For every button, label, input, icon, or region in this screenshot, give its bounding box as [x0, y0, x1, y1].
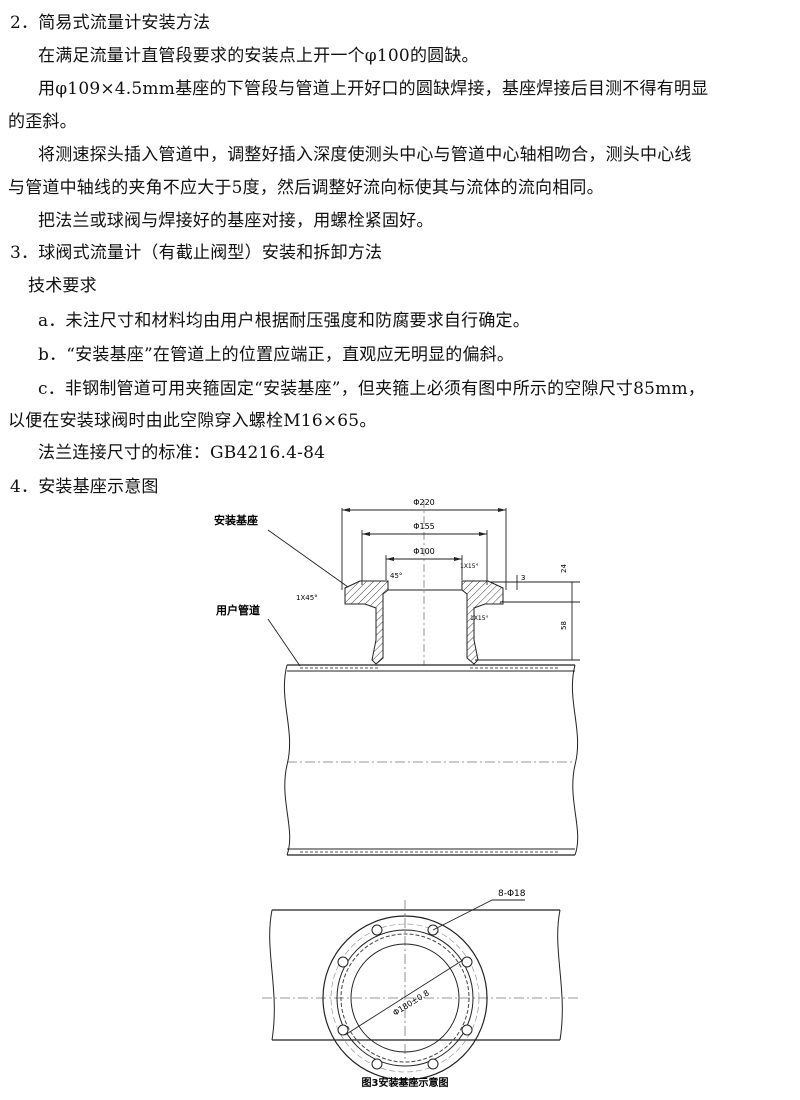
paragraph: 用φ109×4.5mm基座的下管段与管道上开好口的圆缺焊接，基座焊接后目测不得有…	[38, 79, 709, 99]
bolt-holes	[337, 924, 473, 1070]
subheading: 技术要求	[28, 276, 97, 296]
label-installation-base: 安装基座	[214, 513, 258, 527]
dim-24: 24	[560, 564, 568, 573]
base-flange-left	[344, 580, 389, 665]
label-bolt-holes: 8-Φ18	[498, 889, 526, 899]
label-user-pipe: 用户管道	[216, 603, 260, 617]
leader-pipe	[267, 618, 301, 667]
label-pcd: Φ180±0.8	[391, 988, 431, 1017]
top-view	[262, 899, 580, 1081]
dim-58: 58	[560, 621, 568, 630]
list-item: c．非钢制管道可用夹箍固定“安装基座”，但夹箍上必须有图中所示的空隙尺寸85mm…	[38, 379, 705, 399]
user-pipe	[283, 664, 579, 856]
list-item: b．“安装基座”在管道上的位置应端正，直观应无明显的偏斜。	[38, 345, 515, 365]
chamfer-label-top: 1X15°	[460, 563, 479, 570]
chamfer-label-left: 1X45°	[296, 594, 318, 602]
dimension-lines	[341, 508, 580, 661]
dimension-arrows	[342, 508, 506, 561]
paragraph: 与管道中轴线的夹角不应大于5度，然后调整好流向标使其与流体的流向相同。	[8, 178, 604, 198]
list-item: a．未注尺寸和材料均由用户根据耐压强度和防腐要求自行确定。	[38, 311, 530, 331]
chamfer-label-bottom: 1X15°	[470, 615, 489, 622]
dim-phi100: Φ100	[413, 547, 435, 556]
base-flange-right	[461, 580, 504, 665]
paragraph: 把法兰或球阀与焊接好的基座对接，用螺栓紧固好。	[38, 211, 434, 231]
dim-3: 3	[521, 574, 525, 582]
dim-phi220: Φ220	[413, 498, 435, 507]
leader-base	[267, 529, 349, 588]
paragraph: 将测速探头插入管道中，调整好插入深度使测头中心与管道中心轴相吻合，测头中心线	[38, 145, 692, 165]
list-item: 以便在安装球阀时由此空隙穿入螺栓M16×65。	[8, 411, 377, 431]
figure-caption: 图3安装基座示意图	[362, 1076, 449, 1089]
paragraph: 的歪斜。	[8, 112, 77, 132]
section-3-heading: 3．球阀式流量计（有截止阀型）安装和拆卸方法	[10, 243, 383, 263]
dim-phi155: Φ155	[413, 522, 435, 531]
section-2-heading: 2．简易式流量计安装方法	[10, 13, 211, 33]
section-4-heading: 4．安装基座示意图	[10, 477, 159, 497]
paragraph: 在满足流量计直管段要求的安装点上开一个φ100的圆缺。	[38, 46, 479, 66]
angle-label: 45°	[390, 572, 402, 580]
flange-standard: 法兰连接尺寸的标准：GB4216.4-84	[38, 443, 326, 463]
